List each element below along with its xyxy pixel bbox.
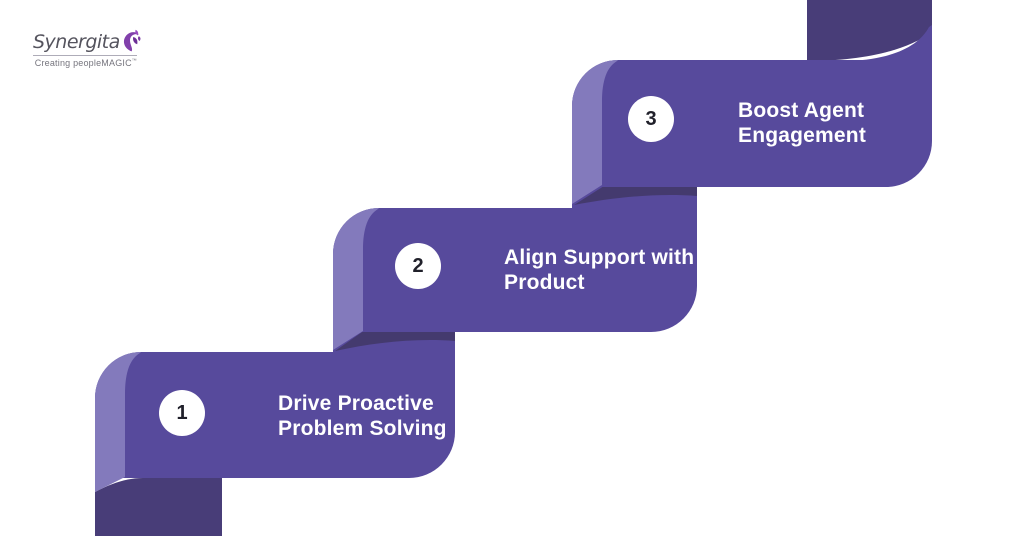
step-item-3: 3 Boost Agent Engagement [628,96,866,148]
step1-plate [95,352,455,478]
step2-number-badge: 2 [395,243,441,289]
step1-number: 1 [176,401,188,424]
side-fold-step3 [572,60,618,204]
logo-divider [33,55,137,56]
step2-plate [333,208,697,332]
step3-number-badge: 3 [628,96,674,142]
step2-title-line1: Align Support with [504,246,695,269]
step3-corner-wrap [850,25,932,61]
step3-number: 3 [645,107,657,130]
step1-number-badge: 1 [159,390,205,436]
step1-title: Drive Proactive Problem Solving [278,391,447,441]
step3-title: Boost Agent Engagement [738,98,866,148]
step2-number: 2 [412,254,424,277]
brand-trademark: ™ [131,58,137,64]
fold-swoosh-step3 [574,186,697,205]
brand-name: Synergita [33,31,120,53]
side-fold-step2 [333,208,379,350]
step2-title: Align Support with Product [504,245,694,295]
step3-title-line1: Boost Agent [738,99,865,122]
step1-title-line2: Problem Solving [278,417,447,440]
step-item-1: 1 Drive Proactive Problem Solving [159,390,447,441]
step3-title-line2: Engagement [738,124,867,147]
brand-swirl-icon [123,29,141,52]
step-item-2: 2 Align Support with Product [395,243,694,295]
step2-title-line2: Product [504,271,585,294]
ribbon-end-band-bottom [95,478,222,536]
ribbon-end-band-top [807,0,932,61]
brand-tagline-text: Creating peopleMAGIC [34,58,132,68]
brand-tagline: Creating peopleMAGIC™ [33,58,137,68]
brand-logo: Synergita Creating peopleMAGIC™ [33,28,141,68]
side-fold-step1 [95,352,141,492]
fold-swoosh-step2 [335,330,455,351]
step1-title-line1: Drive Proactive [278,392,434,415]
step3-plate [572,60,932,187]
